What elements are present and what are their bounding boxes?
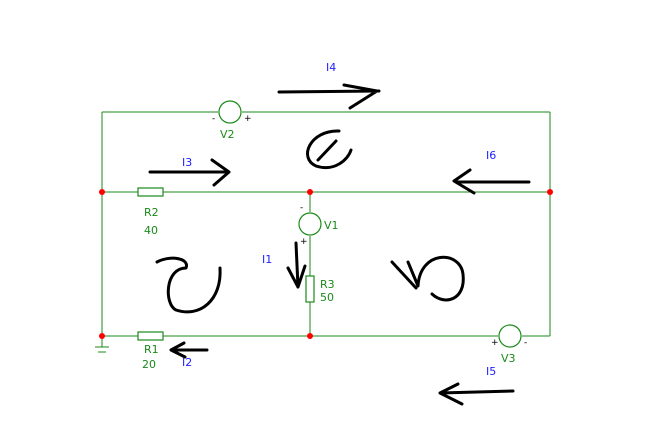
voltage-source-v1 bbox=[298, 212, 322, 236]
voltage-source-v3 bbox=[498, 324, 522, 348]
value-r3: 50 bbox=[320, 291, 334, 304]
v1-plus: + bbox=[300, 237, 308, 247]
components bbox=[137, 100, 522, 348]
polarity-marks: - + - + + - bbox=[212, 114, 527, 348]
label-i4: I4 bbox=[326, 61, 336, 74]
hand-annotations bbox=[148, 83, 531, 406]
v3-plus: + bbox=[491, 338, 499, 348]
label-i3: I3 bbox=[182, 156, 192, 169]
nodes bbox=[99, 189, 553, 339]
resistor-r1 bbox=[137, 331, 164, 341]
value-r1: 20 bbox=[142, 358, 156, 371]
label-r1: R1 bbox=[144, 343, 159, 356]
hand-arrow-i3 bbox=[148, 158, 231, 187]
label-v3: V3 bbox=[501, 352, 516, 365]
hand-arrow-i5 bbox=[438, 382, 515, 406]
label-r2: R2 bbox=[144, 206, 159, 219]
label-r3: R3 bbox=[320, 278, 335, 291]
value-r2: 40 bbox=[144, 224, 158, 237]
component-labels: V2 R2 40 V1 R3 50 R1 20 V3 bbox=[142, 128, 516, 371]
v1-minus: - bbox=[300, 203, 303, 213]
hand-arrow-i6 bbox=[452, 168, 531, 195]
label-i6: I6 bbox=[486, 149, 496, 162]
label-v1: V1 bbox=[324, 219, 339, 232]
label-i2: I2 bbox=[182, 356, 192, 369]
node-left-bottom bbox=[99, 333, 105, 339]
label-i1: I1 bbox=[262, 253, 272, 266]
v2-minus: - bbox=[212, 114, 215, 124]
v2-plus: + bbox=[244, 114, 252, 124]
hand-arrow-i1 bbox=[286, 241, 307, 289]
resistor-r3 bbox=[305, 275, 315, 303]
current-labels: I4 I3 I6 I1 I2 I5 bbox=[182, 61, 496, 378]
label-v2: V2 bbox=[220, 128, 235, 141]
hand-loop-right bbox=[390, 255, 465, 302]
hand-arrow-i4 bbox=[277, 83, 381, 110]
hand-arrow-i2 bbox=[169, 341, 209, 359]
node-left-mid bbox=[99, 189, 105, 195]
hand-loop-left bbox=[155, 256, 222, 314]
node-center-bottom bbox=[307, 333, 313, 339]
resistor-r2 bbox=[137, 187, 164, 197]
node-right-mid bbox=[547, 189, 553, 195]
v3-minus: - bbox=[524, 338, 527, 348]
voltage-source-v2 bbox=[218, 100, 242, 124]
hand-loop-top bbox=[306, 129, 353, 169]
node-center-mid bbox=[307, 189, 313, 195]
label-i5: I5 bbox=[486, 365, 496, 378]
wires bbox=[95, 111, 551, 353]
